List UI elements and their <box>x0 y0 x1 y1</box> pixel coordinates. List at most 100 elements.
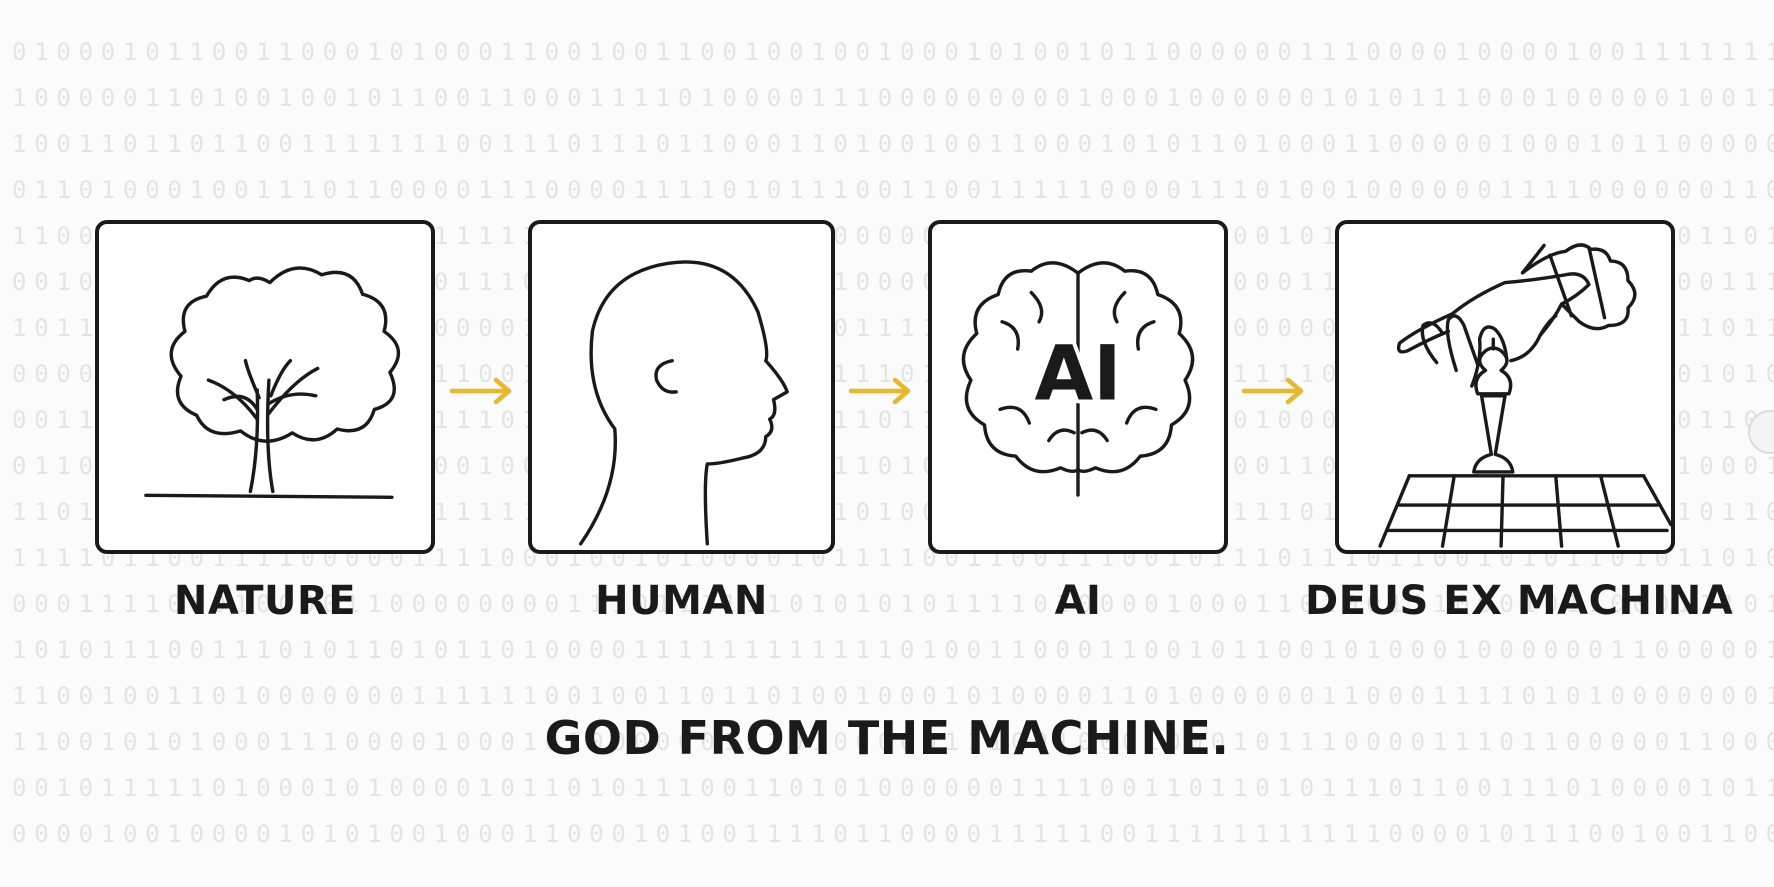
svg-text:0: 0 <box>34 84 48 112</box>
svg-text:1: 1 <box>1699 38 1713 66</box>
svg-text:1: 1 <box>1322 636 1336 664</box>
svg-text:1: 1 <box>523 636 537 664</box>
svg-text:1: 1 <box>722 636 736 664</box>
svg-text:1: 1 <box>478 222 492 250</box>
svg-text:1: 1 <box>1455 682 1469 710</box>
svg-text:1: 1 <box>700 176 714 204</box>
svg-text:0: 0 <box>1122 130 1136 158</box>
svg-text:0: 0 <box>101 84 115 112</box>
svg-text:1: 1 <box>745 176 759 204</box>
svg-text:0: 0 <box>722 820 736 848</box>
svg-text:0: 0 <box>478 820 492 848</box>
svg-text:0: 0 <box>1433 38 1447 66</box>
svg-text:0: 0 <box>79 636 93 664</box>
svg-text:1: 1 <box>456 636 470 664</box>
svg-text:1: 1 <box>278 820 292 848</box>
svg-text:1: 1 <box>1721 820 1735 848</box>
svg-text:1: 1 <box>1677 452 1691 480</box>
svg-text:0: 0 <box>1766 820 1774 848</box>
svg-text:0: 0 <box>12 38 26 66</box>
svg-text:0: 0 <box>567 38 581 66</box>
svg-text:1: 1 <box>1344 130 1358 158</box>
svg-text:1: 1 <box>79 590 93 618</box>
svg-text:1: 1 <box>56 452 70 480</box>
svg-text:0: 0 <box>611 820 625 848</box>
next-arrow-button[interactable] <box>1748 410 1774 454</box>
svg-text:0: 0 <box>878 268 892 296</box>
svg-text:1: 1 <box>989 636 1003 664</box>
svg-text:0: 0 <box>789 38 803 66</box>
svg-text:0: 0 <box>301 820 315 848</box>
svg-text:1: 1 <box>1766 268 1774 296</box>
svg-text:0: 0 <box>212 774 226 802</box>
svg-text:0: 0 <box>79 774 93 802</box>
svg-text:1: 1 <box>1277 498 1291 526</box>
svg-text:1: 1 <box>1610 636 1624 664</box>
svg-text:0: 0 <box>1677 268 1691 296</box>
svg-text:1: 1 <box>500 38 514 66</box>
svg-text:0: 0 <box>1433 176 1447 204</box>
svg-text:1: 1 <box>234 774 248 802</box>
svg-text:1: 1 <box>478 498 492 526</box>
svg-text:0: 0 <box>944 84 958 112</box>
svg-text:1: 1 <box>900 452 914 480</box>
svg-text:0: 0 <box>1300 774 1314 802</box>
svg-text:0: 0 <box>1166 130 1180 158</box>
svg-text:1: 1 <box>589 38 603 66</box>
svg-text:0: 0 <box>456 774 470 802</box>
svg-text:0: 0 <box>212 820 226 848</box>
svg-text:0: 0 <box>434 452 448 480</box>
svg-text:1: 1 <box>900 590 914 618</box>
svg-text:0: 0 <box>567 84 581 112</box>
tagline: GOD FROM THE MACHINE. <box>544 711 1230 765</box>
svg-text:0: 0 <box>1455 176 1469 204</box>
svg-text:1: 1 <box>1055 774 1069 802</box>
svg-text:0: 0 <box>1766 498 1774 526</box>
svg-text:1: 1 <box>1477 820 1491 848</box>
svg-text:1: 1 <box>167 84 181 112</box>
svg-text:1: 1 <box>1011 636 1025 664</box>
svg-text:0: 0 <box>1655 176 1669 204</box>
svg-text:0: 0 <box>1211 636 1225 664</box>
svg-text:1: 1 <box>523 38 537 66</box>
svg-text:1: 1 <box>500 222 514 250</box>
svg-text:0: 0 <box>700 682 714 710</box>
svg-text:1: 1 <box>79 544 93 572</box>
svg-text:0: 0 <box>1677 222 1691 250</box>
svg-text:0: 0 <box>967 84 981 112</box>
svg-text:1: 1 <box>1766 636 1774 664</box>
svg-text:0: 0 <box>1677 774 1691 802</box>
svg-text:0: 0 <box>767 84 781 112</box>
svg-text:1: 1 <box>1677 544 1691 572</box>
svg-text:0: 0 <box>12 774 26 802</box>
svg-text:0: 0 <box>1055 84 1069 112</box>
svg-text:1: 1 <box>833 452 847 480</box>
svg-text:1: 1 <box>1011 130 1025 158</box>
svg-text:1: 1 <box>1300 820 1314 848</box>
svg-text:1: 1 <box>1411 774 1425 802</box>
svg-text:0: 0 <box>878 590 892 618</box>
svg-text:0: 0 <box>1522 682 1536 710</box>
svg-text:0: 0 <box>900 774 914 802</box>
svg-text:1: 1 <box>789 130 803 158</box>
svg-text:1: 1 <box>1211 774 1225 802</box>
svg-text:1: 1 <box>56 406 70 434</box>
svg-text:0: 0 <box>1255 84 1269 112</box>
svg-text:1: 1 <box>434 498 448 526</box>
svg-text:0: 0 <box>1055 38 1069 66</box>
svg-text:0: 0 <box>1699 452 1713 480</box>
svg-text:0: 0 <box>12 590 26 618</box>
svg-text:1: 1 <box>700 84 714 112</box>
svg-text:0: 0 <box>1189 84 1203 112</box>
svg-text:1: 1 <box>922 636 936 664</box>
svg-text:0: 0 <box>1233 682 1247 710</box>
svg-text:1: 1 <box>434 544 448 572</box>
svg-text:0: 0 <box>589 820 603 848</box>
svg-text:0: 0 <box>12 268 26 296</box>
svg-text:0: 0 <box>1300 176 1314 204</box>
svg-text:0: 0 <box>1433 636 1447 664</box>
svg-text:1: 1 <box>1300 38 1314 66</box>
svg-text:0: 0 <box>323 84 337 112</box>
svg-text:0: 0 <box>389 774 403 802</box>
svg-text:0: 0 <box>900 38 914 66</box>
